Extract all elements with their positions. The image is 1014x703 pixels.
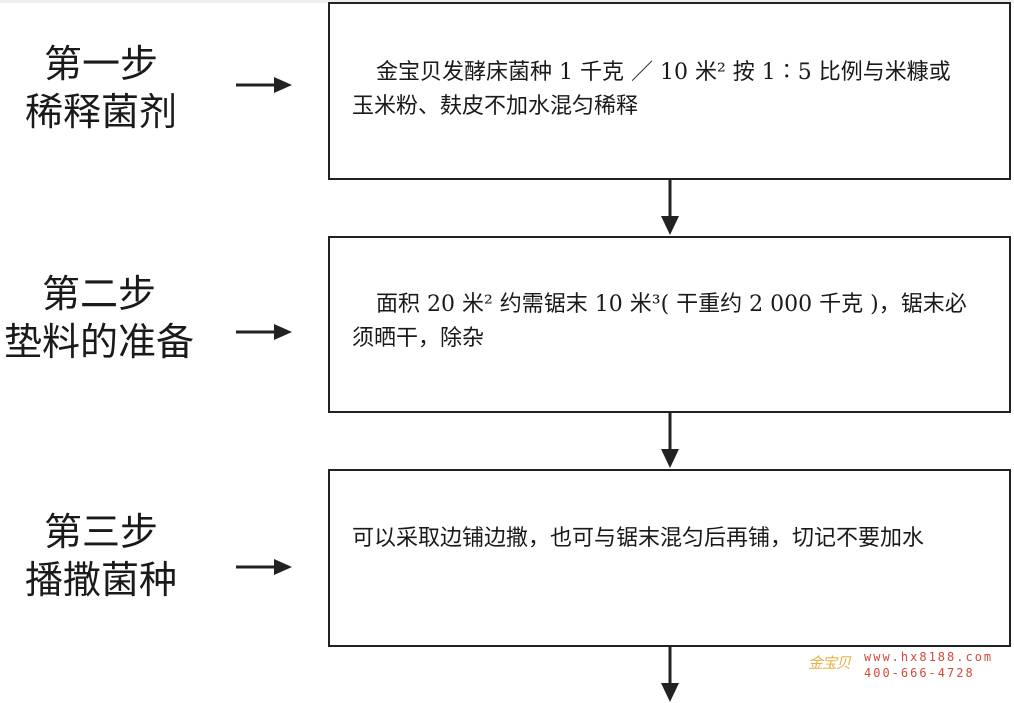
step-3-text-line-1: 可以采取边铺边撒，也可与锯末混匀后再铺，切记不要加水	[352, 526, 925, 551]
step-2-text-line-1: 面积 20 米² 约需锯末 10 米³( 干重约 2 000 千克 )，锯末必	[376, 292, 967, 317]
arrow-down-icon	[661, 180, 679, 235]
top-border	[0, 0, 1014, 3]
watermark-logo: 金宝贝	[808, 654, 851, 672]
step-1-text-line-1: 金宝贝发酵床菌种 1 千克 ／ 10 米² 按 1∶5 比例与米糠或	[376, 60, 951, 85]
step-3-label: 第三步 播撒菌种	[12, 508, 190, 604]
step-3-title: 播撒菌种	[24, 558, 177, 602]
step-2-label: 第二步 垫料的准备	[0, 270, 198, 366]
arrow-down-icon	[661, 647, 679, 702]
watermark-phone: 400-666-4728	[864, 666, 975, 680]
arrow-right-icon	[236, 559, 292, 575]
step-2-title: 垫料的准备	[3, 320, 194, 364]
watermark: 金宝贝 www.hx8188.com 400-666-4728	[808, 648, 1008, 684]
arrow-right-icon	[236, 77, 292, 93]
step-3-number: 第三步	[43, 510, 158, 554]
step-2-box: 面积 20 米² 约需锯末 10 米³( 干重约 2 000 千克 )，锯末必 …	[328, 236, 1011, 413]
step-2-description: 面积 20 米² 约需锯末 10 米³( 干重约 2 000 千克 )，锯末必 …	[352, 288, 995, 356]
step-1-title: 稀释菌剂	[24, 90, 177, 134]
arrow-right-icon	[236, 324, 292, 340]
step-3-box: 可以采取边铺边撒，也可与锯末混匀后再铺，切记不要加水	[328, 469, 1011, 647]
step-1-number: 第一步	[43, 42, 158, 86]
step-1-description: 金宝贝发酵床菌种 1 千克 ／ 10 米² 按 1∶5 比例与米糠或 玉米粉、麸…	[352, 56, 995, 124]
step-2-text-line-2: 须晒干，除杂	[352, 326, 485, 351]
step-1-text-line-2: 玉米粉、麸皮不加水混匀稀释	[352, 94, 639, 119]
step-2-number: 第二步	[41, 272, 156, 316]
step-3-description: 可以采取边铺边撒，也可与锯末混匀后再铺，切记不要加水	[352, 522, 995, 556]
step-1-label: 第一步 稀释菌剂	[12, 40, 190, 136]
arrow-down-icon	[661, 413, 679, 468]
step-1-box: 金宝贝发酵床菌种 1 千克 ／ 10 米² 按 1∶5 比例与米糠或 玉米粉、麸…	[328, 2, 1011, 180]
watermark-url: www.hx8188.com	[864, 650, 994, 664]
